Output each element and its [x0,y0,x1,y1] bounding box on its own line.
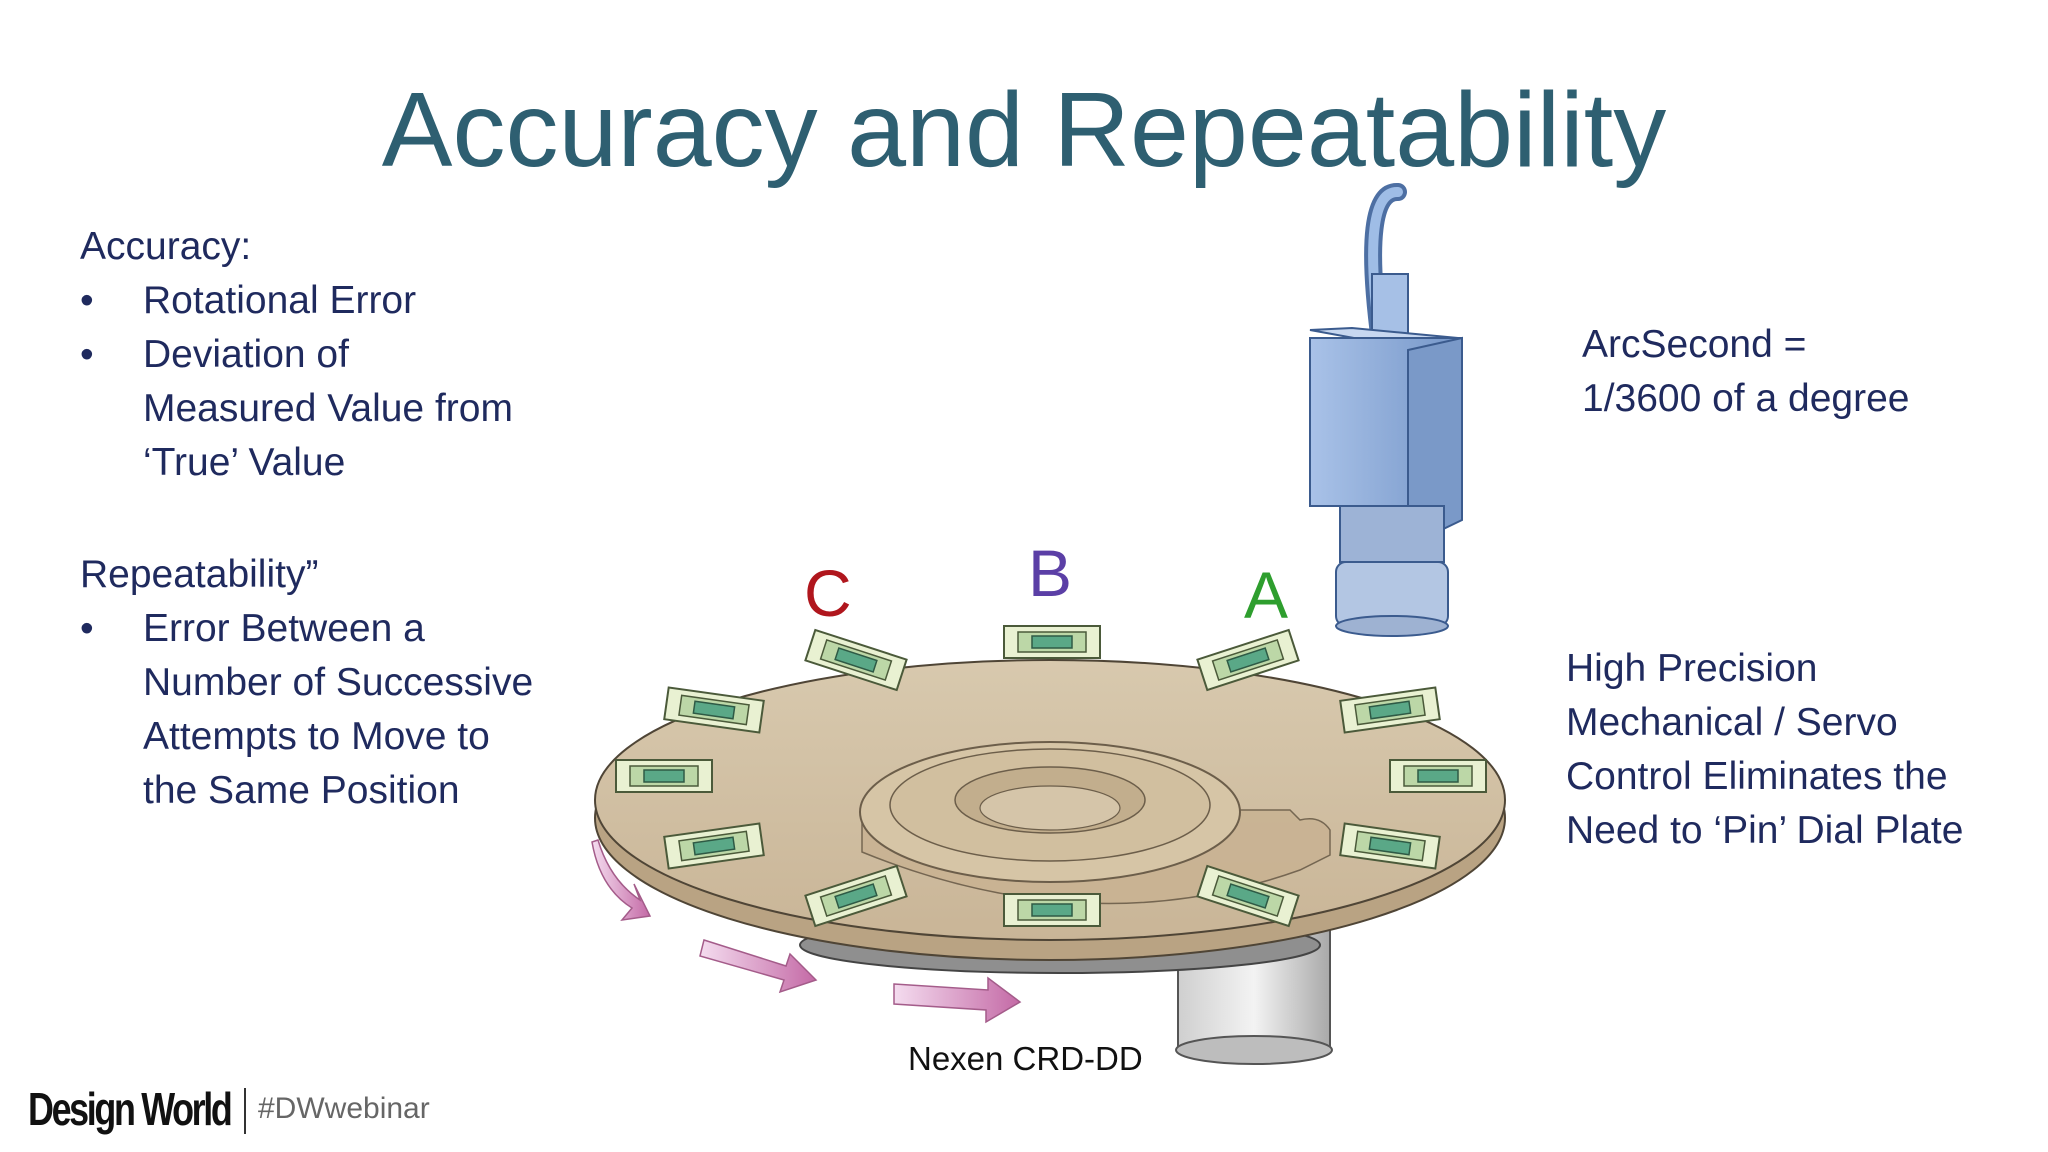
repeatability-list: • Error Between a [80,602,600,656]
accuracy-section: Accuracy: • Rotational Error • Deviation… [80,220,600,490]
bullet-icon: • [80,607,94,650]
figure-caption: Nexen CRD-DD [908,1040,1143,1077]
accuracy-heading: Accuracy: [80,225,252,268]
position-label-b: B [1028,536,1073,610]
list-item: • Rotational Error [80,274,600,328]
accuracy-list: • Rotational Error • Deviation of [80,274,600,382]
list-item-text: Rotational Error [143,279,417,322]
arcsecond-line-2: 1/3600 of a degree [1582,377,1910,420]
repeatability-heading: Repeatability” [80,553,319,596]
list-item-continuation: ‘True’ Value [143,441,346,484]
list-item: • Error Between a [80,602,600,656]
precision-line: Control Eliminates the [1566,755,1948,798]
list-item-continuation: the Same Position [143,769,460,812]
repeatability-section: Repeatability” • Error Between a Number … [80,548,600,818]
list-item-continuation: Measured Value from [143,387,513,430]
precision-line: Need to ‘Pin’ Dial Plate [1566,809,1964,852]
camera-icon [1309,183,1463,637]
list-item-continuation: Number of Successive [143,661,534,704]
bullet-icon: • [80,333,94,376]
footer-logo: Design World #DWwebinar [28,1082,430,1136]
position-label-a: A [1244,558,1289,632]
list-item-continuation: Attempts to Move to [143,715,490,758]
footer-hashtag: #DWwebinar [258,1092,430,1125]
bullet-icon: • [80,279,94,322]
arcsecond-line-1: ArcSecond = [1582,323,1807,366]
list-item: • Deviation of [80,328,600,382]
slide-title: Accuracy and Repeatability [381,71,1667,189]
footer-divider [244,1088,246,1134]
precision-line: High Precision [1566,647,1818,690]
rotation-arrow-icon [591,839,1022,1024]
design-world-logo: Design World [28,1083,233,1135]
list-item-text: Error Between a [143,607,425,650]
dial-hub [859,741,1331,905]
list-item-text: Deviation of [143,333,349,376]
precision-note: High Precision Mechanical / Servo Contro… [1566,642,1963,858]
precision-line: Mechanical / Servo [1566,701,1898,744]
position-label-c: C [804,556,852,630]
arcsecond-note: ArcSecond = 1/3600 of a degree [1582,318,1909,426]
